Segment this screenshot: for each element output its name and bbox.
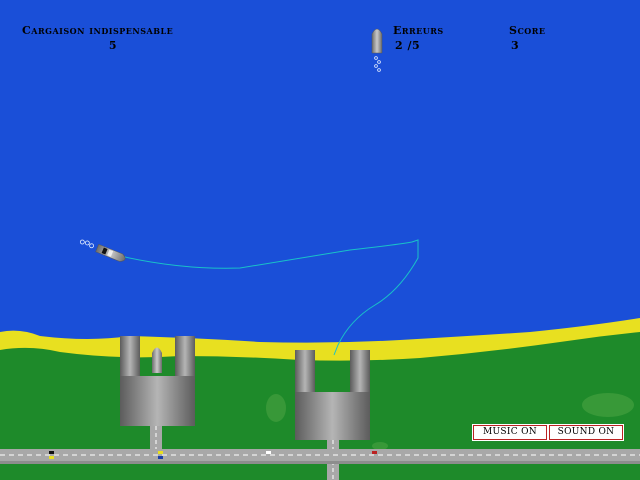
sailing-ship[interactable] xyxy=(79,238,127,263)
cars xyxy=(49,451,377,459)
errors-value: 2 /5 xyxy=(395,39,421,52)
errors-label: Erreurs xyxy=(393,24,444,37)
ship-icon xyxy=(371,28,383,72)
docked-ship xyxy=(152,347,162,373)
errors-counter: Erreurs 2 /5 xyxy=(393,24,455,52)
road xyxy=(0,449,640,464)
score-counter: Score 3 xyxy=(509,24,553,52)
score-label: Score xyxy=(509,24,546,37)
cargo-counter: Cargaison indispensable 5 xyxy=(22,24,204,52)
cargo-label: Cargaison indispensable xyxy=(22,24,174,37)
bushes xyxy=(266,393,634,450)
sound-toggle-button[interactable]: SOUND ON xyxy=(548,424,624,441)
score-value: 3 xyxy=(511,39,520,52)
ship-route-line xyxy=(115,239,419,356)
dock-right[interactable] xyxy=(295,350,370,480)
music-toggle-button[interactable]: MUSIC ON xyxy=(472,424,548,441)
cargo-value: 5 xyxy=(108,39,118,52)
dock-left[interactable] xyxy=(120,336,195,454)
